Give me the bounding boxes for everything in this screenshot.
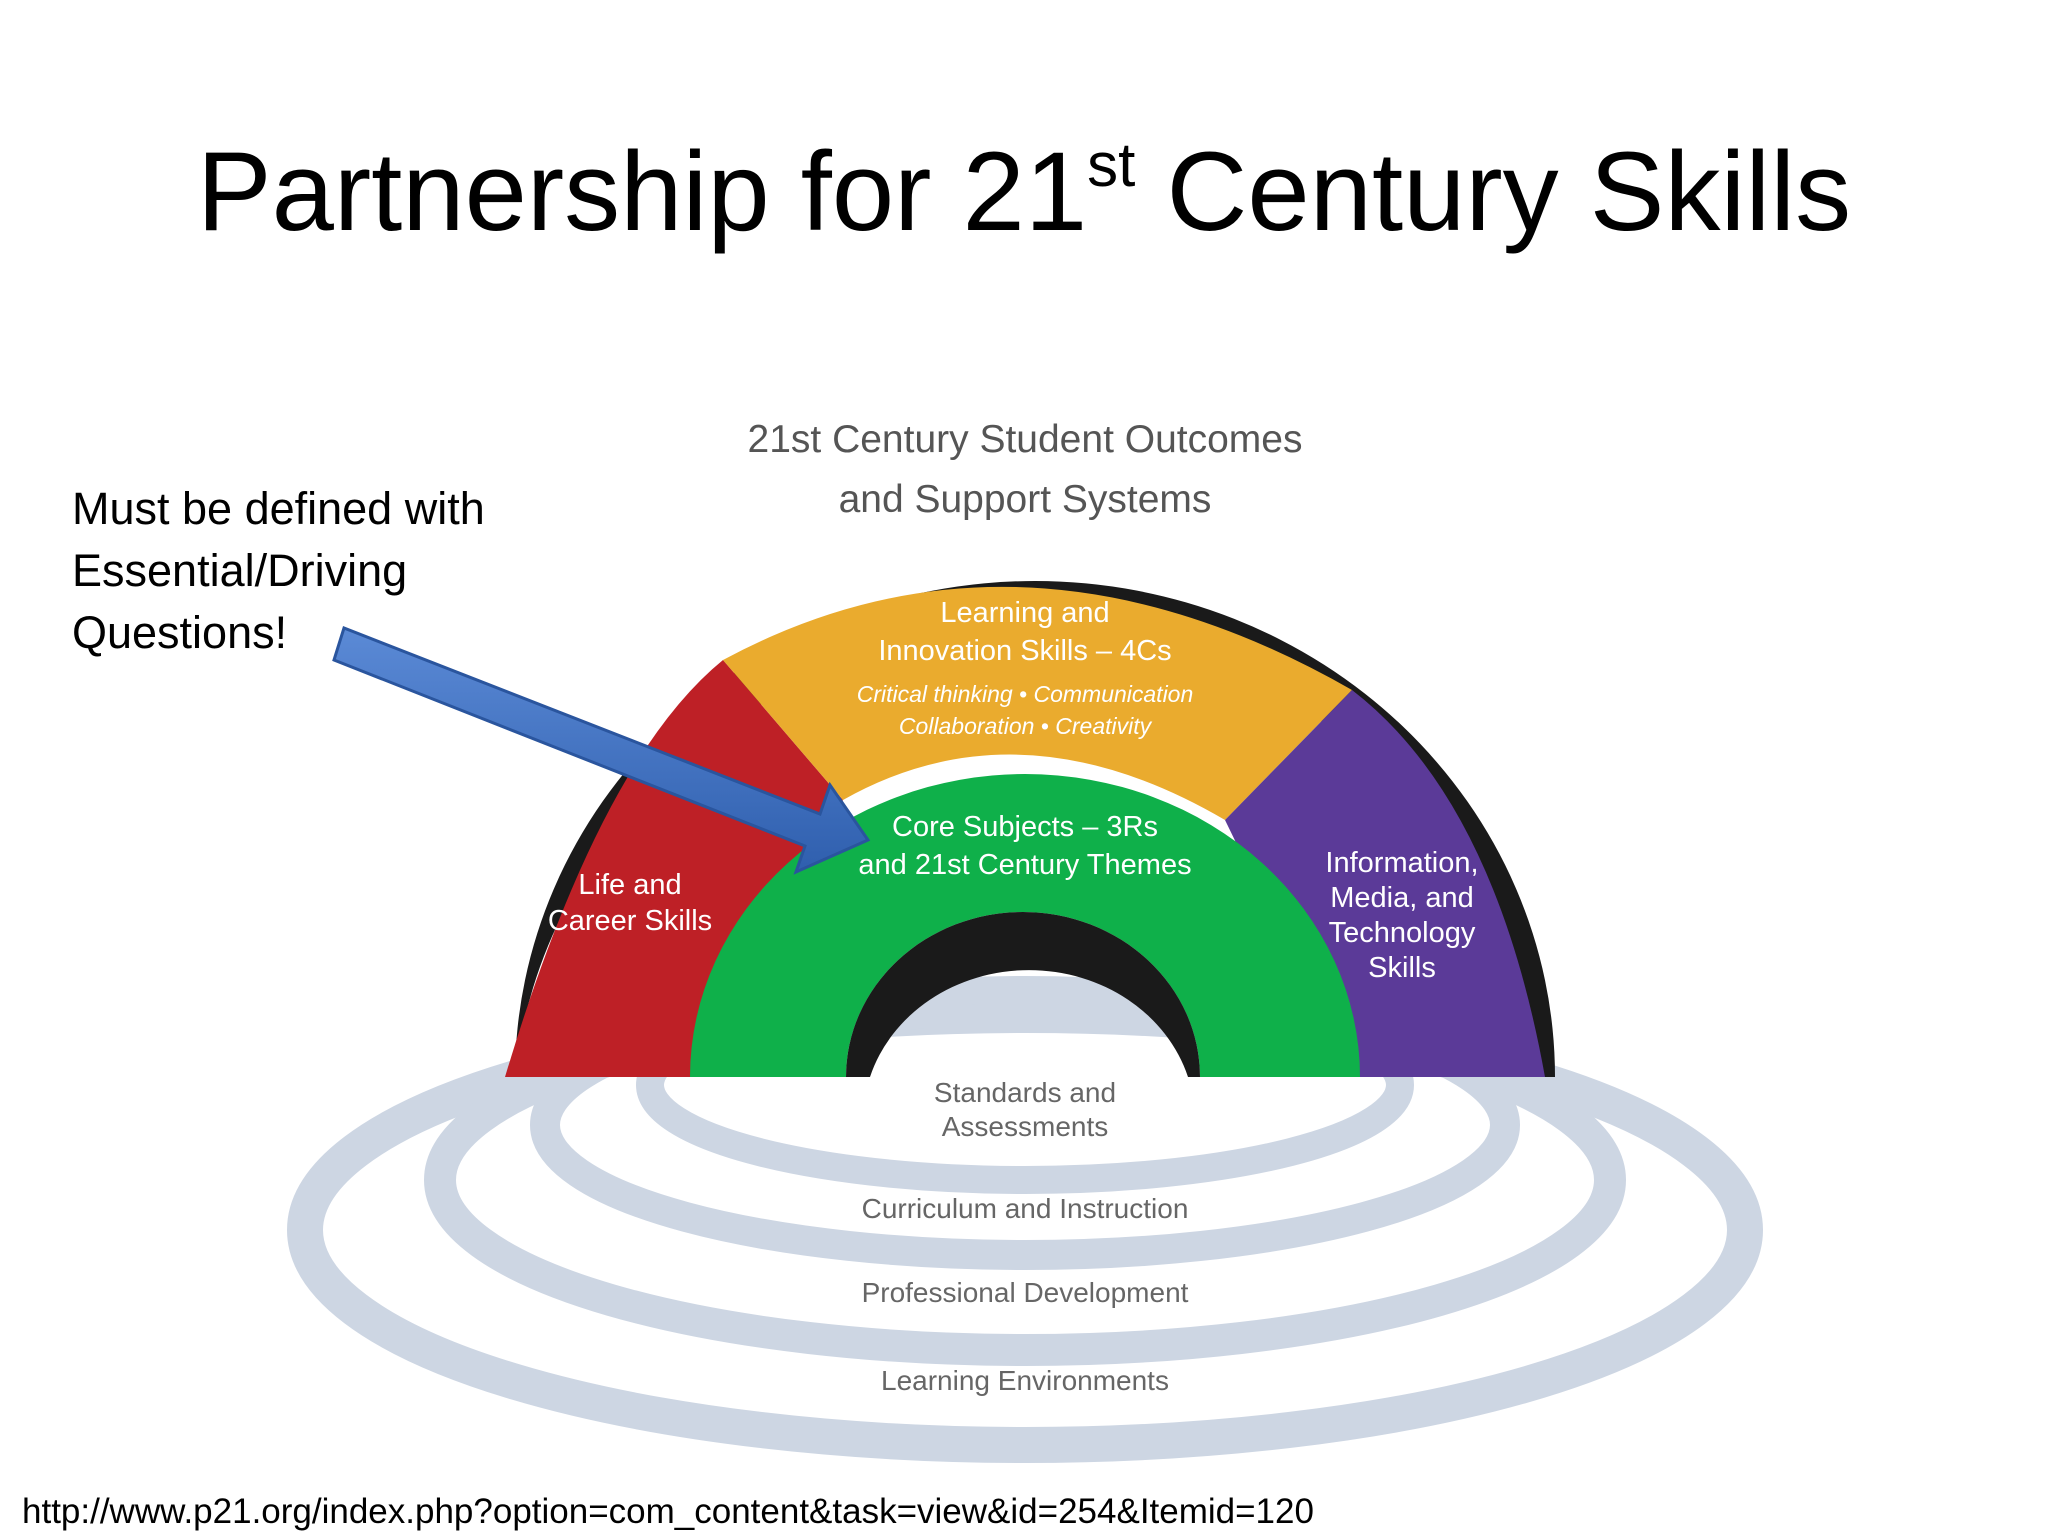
learning-environments-label: Learning Environments [881,1365,1169,1396]
life-career-label-2: Career Skills [548,905,712,937]
callout-line: Must be defined with [72,483,485,534]
segment-learning-innovation-skills [723,586,1352,820]
info-media-tech-label-2: Media, and [1330,882,1474,914]
info-media-tech-label-3: Technology [1329,917,1476,949]
core-subjects-label-1: Core Subjects – 3Rs [892,811,1158,843]
curriculum-label: Curriculum and Instruction [862,1193,1189,1224]
inner-hole-shadow [846,912,1200,1077]
diagram-heading-line-2: and Support Systems [839,478,1212,521]
info-media-tech-label-4: Skills [1368,952,1436,984]
pointer-arrow [332,626,871,875]
slide-title: Partnership for 21st Century Skills [0,130,2048,253]
callout-note: Must be defined with Essential/Driving Q… [72,478,632,664]
slide-title-prefix: Partnership for 21 [196,129,1088,254]
segment-core-subjects [690,774,1360,1077]
source-url: http://www.p21.org/index.php?option=com_… [22,1492,1314,1531]
diagram-heading-line-1: 21st Century Student Outcomes [748,418,1303,461]
learning-innovation-detail-2: Collaboration • Creativity [899,713,1153,739]
ring-standards-assessments [636,976,1414,1194]
life-career-label-1: Life and [578,869,681,901]
info-media-tech-label-1: Information, [1325,847,1478,879]
callout-line: Questions! [72,607,288,658]
learning-innovation-detail-1: Critical thinking • Communication [857,681,1194,707]
learning-innovation-label-1: Learning and [940,597,1109,629]
professional-development-label: Professional Development [862,1277,1189,1308]
slide-title-suffix: Century Skills [1135,129,1852,254]
core-subjects-label-2: and 21st Century Themes [858,849,1191,881]
learning-innovation-label-2: Innovation Skills – 4Cs [878,635,1171,667]
standards-label-1: Standards and [934,1077,1116,1108]
segment-life-career-skills [505,660,843,1077]
callout-line: Essential/Driving [72,545,408,596]
slide-title-superscript: st [1087,131,1136,200]
standards-label-2: Assessments [942,1111,1109,1142]
